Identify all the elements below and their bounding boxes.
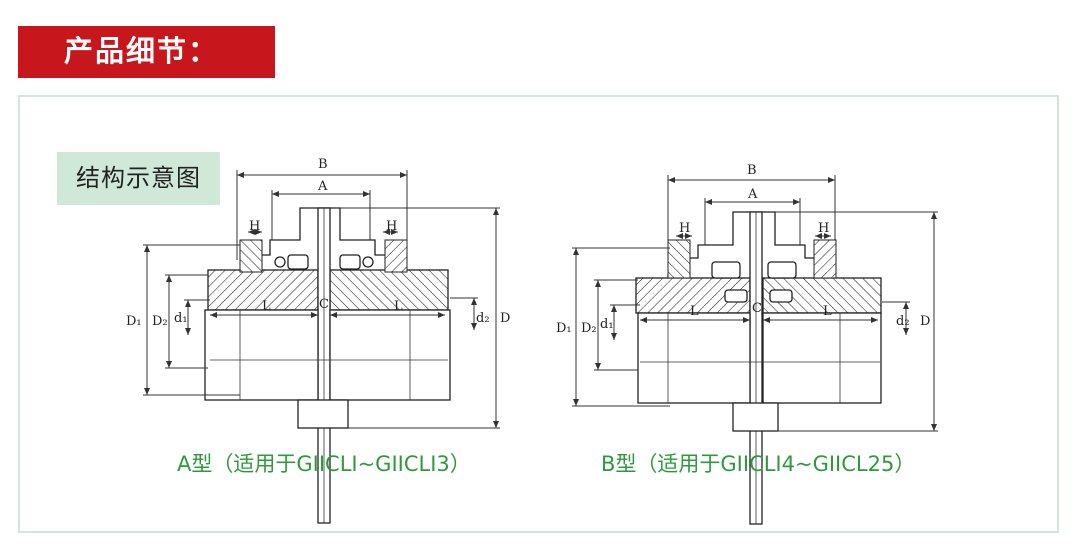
dim-d2-big-label-b: D₂ [581, 321, 597, 336]
dim-d-label-b: D [920, 314, 930, 329]
dim-d2-small-label-b: d₂ [896, 314, 910, 329]
dim-d1-small-label: d₁ [174, 311, 188, 326]
diagram-b: B A H H D₁ [556, 163, 938, 525]
dim-a-label-b: A [747, 187, 758, 202]
dim-l2-label: L [394, 299, 403, 314]
dim-h1-label-b: H [679, 221, 690, 236]
dim-l2-label-b: L [823, 304, 832, 319]
section-label: 结构示意图 [57, 152, 220, 205]
dim-b-label-b: B [747, 163, 757, 178]
dim-c-label: C [319, 297, 329, 312]
dim-b-label: B [318, 157, 328, 172]
banner-title: 产品细节： [64, 34, 220, 68]
dim-l1-label: L [262, 299, 271, 314]
dim-d-label: D [500, 311, 510, 326]
dim-l1-label-b: L [690, 304, 699, 319]
dim-d2-big-label: D₂ [152, 314, 168, 329]
dim-d1-big-label-b: D₁ [556, 321, 572, 336]
diagram-a: B A H H D₁ [126, 157, 510, 524]
dim-h2-label: H [386, 219, 397, 234]
caption-type-a: A型（适用于GIICLI~GIICLI3） [177, 452, 471, 476]
dim-h1-label: H [249, 219, 260, 234]
caption-type-b: B型（适用于GIICLI4~GIICL25） [601, 452, 916, 476]
title-banner: 产品细节： [18, 26, 275, 78]
dim-d1-big-label: D₁ [126, 314, 142, 329]
dim-h2-label-b: H [818, 221, 829, 236]
content-frame [18, 95, 1059, 533]
dim-a-label: A [317, 179, 328, 194]
dim-d1-small-label-b: d₁ [600, 317, 614, 332]
dim-d2-small-label: d₂ [476, 311, 490, 326]
dim-c-label-b: C [752, 301, 762, 316]
